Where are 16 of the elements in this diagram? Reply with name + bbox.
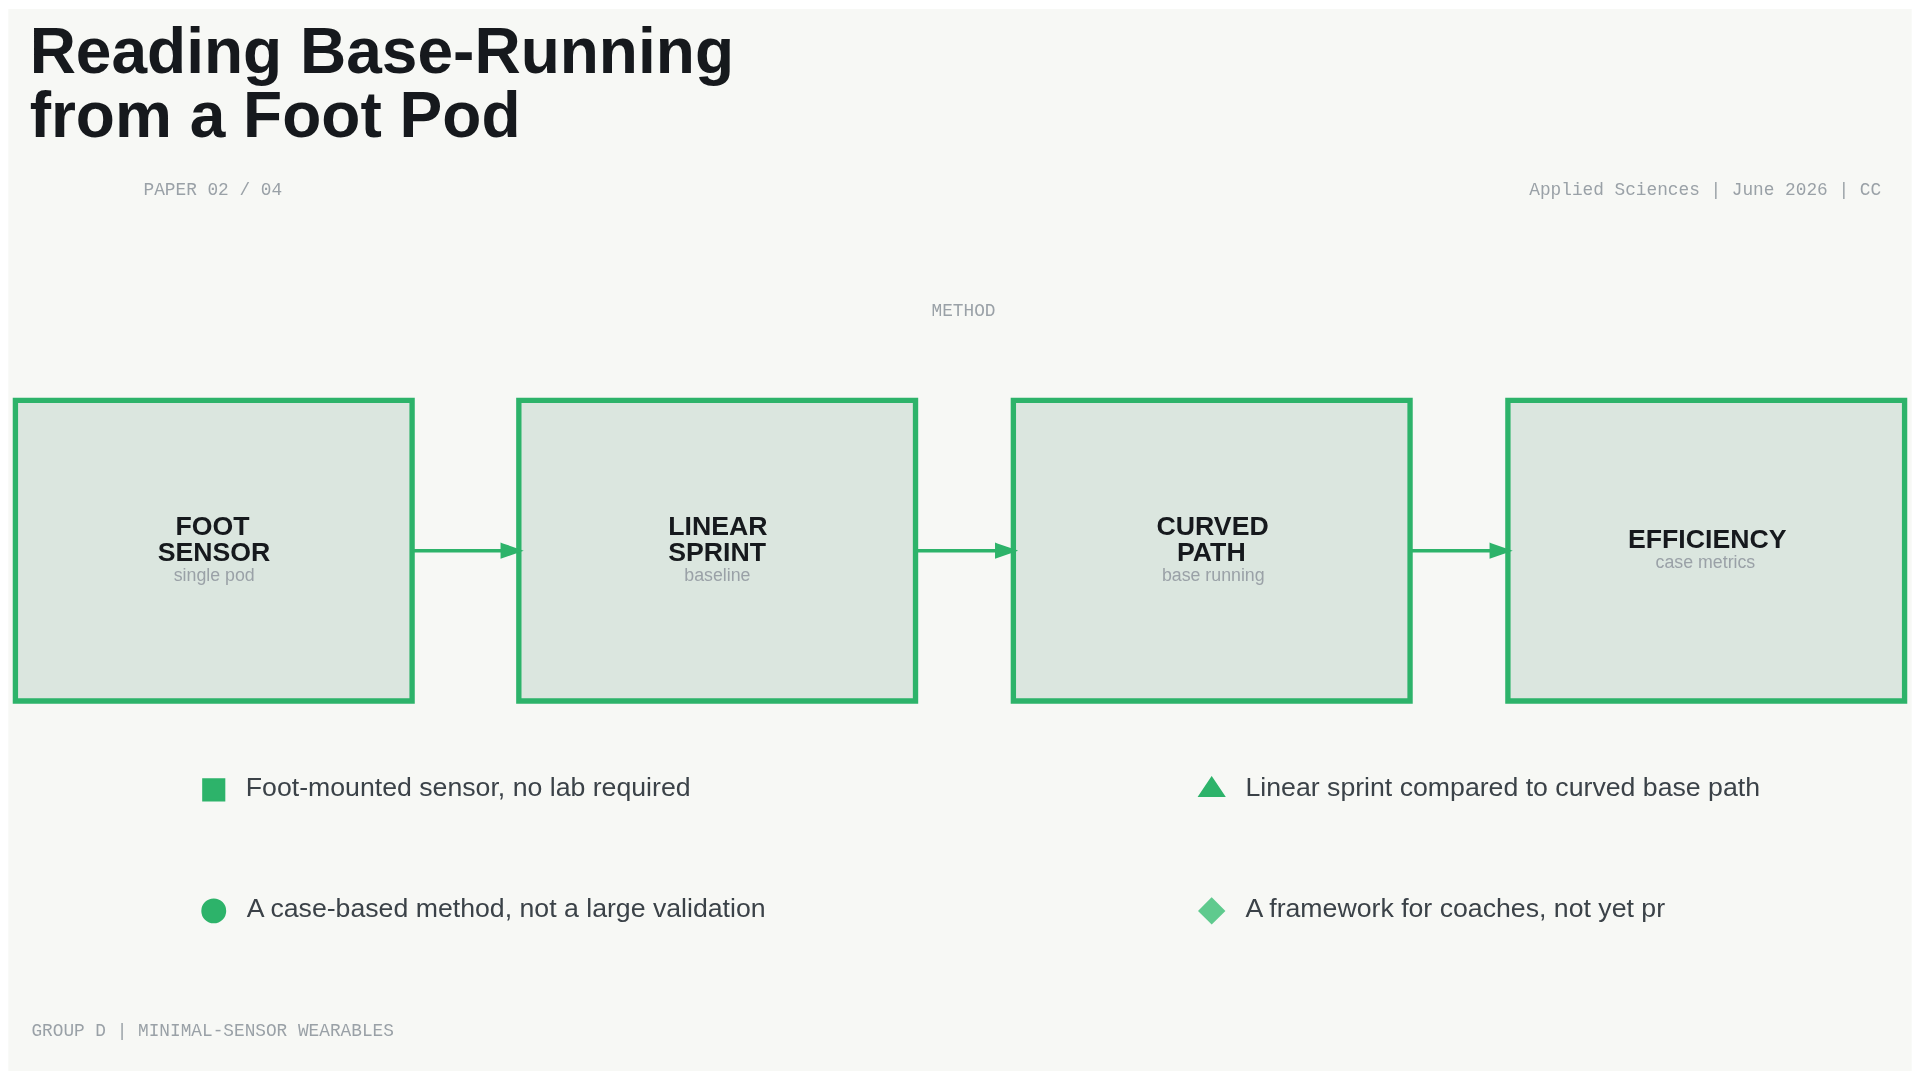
label: Linear sprint compared to curved base path [1245, 772, 1760, 803]
node-box: LINEAR SPRINT baseline [516, 397, 919, 704]
label: METHOD [931, 300, 996, 321]
label: Applied Sciences | June 2026 | CC [1529, 179, 1882, 200]
label: Foot-mounted sensor, no lab required [245, 772, 691, 803]
label: GROUP D | MINIMAL-SENSOR WEARABLES [31, 1021, 394, 1042]
label: A framework for coaches, not yet pr [1245, 893, 1666, 924]
node-box: EFFICIENCY case metrics [1505, 397, 1908, 704]
diagram-title: Reading Base-Running from a Foot Pod [29, 14, 735, 151]
node-box: FOOT SENSOR single pod [12, 397, 415, 704]
node-box: CURVED PATH base running [1010, 397, 1413, 704]
label: PAPER 02 / 04 [143, 179, 283, 200]
arrow [1410, 542, 1513, 559]
arrow [915, 542, 1019, 559]
label: A case-based method, not a large validation [246, 893, 766, 924]
arrow [412, 542, 524, 559]
